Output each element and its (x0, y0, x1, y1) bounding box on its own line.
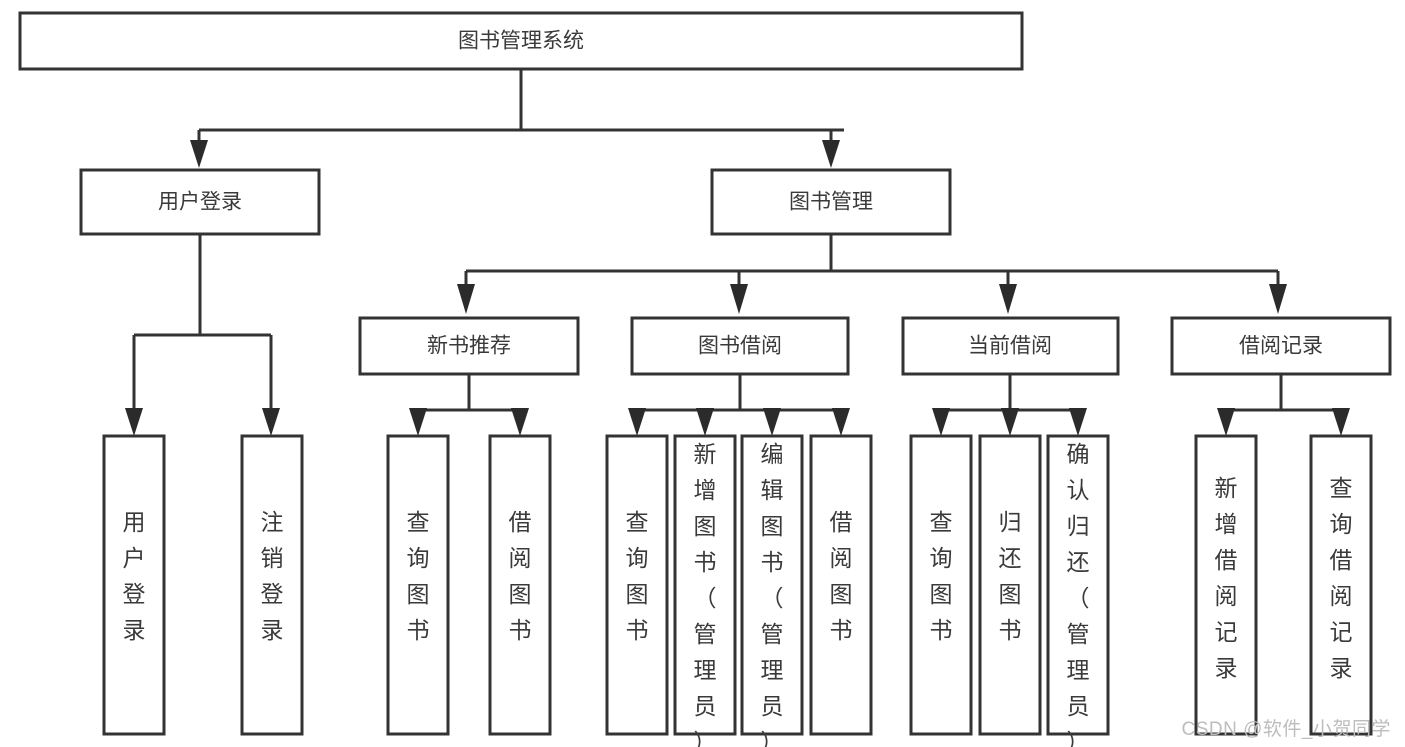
leaf-record-query-record-label: 查询借阅记录 (1330, 475, 1353, 681)
node-book-borrow-label: 图书借阅 (698, 335, 782, 358)
leaf-recommend-borrow-book[interactable]: 借阅图书 (488, 434, 552, 736)
node-user-login-label: 用户登录 (158, 191, 242, 214)
node-root-box (18, 11, 1024, 71)
arrow-head-icon (1332, 408, 1350, 436)
arrow-head-icon (999, 284, 1017, 314)
node-borrow-record[interactable]: 借阅记录 (1170, 316, 1392, 376)
arrow-head-icon (628, 408, 646, 436)
leaf-box (740, 434, 804, 736)
node-current-borrow[interactable]: 当前借阅 (901, 316, 1120, 376)
connector-root-to-level2 (190, 69, 844, 168)
arrow-head-icon (1069, 408, 1087, 436)
leaf-record-add-record[interactable]: 新增借阅记录 (1194, 434, 1258, 736)
node-current-borrow-box (901, 316, 1120, 376)
leaf-borrow-add-book-label: 新增图书（管理员） (694, 441, 717, 747)
connector-book-borrow-to-leaves (628, 374, 850, 436)
node-user-login-box (79, 168, 321, 236)
leaf-recommend-borrow-book-label: 借阅图书 (509, 509, 532, 643)
leaf-box (102, 434, 166, 736)
connector-book-management-to-level3 (457, 234, 1287, 314)
leaf-box (809, 434, 873, 736)
leaf-borrow-query-book-label: 查询图书 (626, 509, 649, 643)
arrow-head-icon (822, 140, 840, 168)
node-new-book-recommend-label: 新书推荐 (427, 335, 511, 358)
arrow-head-icon (932, 408, 950, 436)
arrow-head-icon (832, 408, 850, 436)
leaf-recommend-query-book-label: 查询图书 (407, 509, 430, 643)
arrow-head-icon (1001, 408, 1019, 436)
node-root-label: 图书管理系统 (458, 30, 584, 53)
connector-borrow-record-to-leaves (1217, 374, 1350, 436)
leaf-box (978, 434, 1042, 736)
connector-current-borrow-to-leaves (932, 374, 1087, 436)
leaf-box (605, 434, 669, 736)
node-book-management-label: 图书管理 (789, 191, 873, 214)
node-new-book-recommend[interactable]: 新书推荐 (358, 316, 580, 376)
arrow-head-icon (696, 408, 714, 436)
node-book-management[interactable]: 图书管理 (710, 168, 952, 236)
arrow-head-icon (190, 140, 208, 168)
arrow-head-icon (262, 408, 280, 436)
arrow-head-icon (730, 284, 748, 314)
arrow-head-icon (457, 284, 475, 314)
node-root[interactable]: 图书管理系统 (18, 11, 1024, 71)
leaf-borrow-add-book[interactable]: 新增图书（管理员） (673, 434, 737, 747)
connector-user-login-to-leaves (125, 234, 280, 436)
node-current-borrow-label: 当前借阅 (968, 335, 1052, 358)
leaf-borrow-edit-book[interactable]: 编辑图书（管理员） (740, 434, 804, 747)
node-new-book-recommend-box (358, 316, 580, 376)
node-user-login[interactable]: 用户登录 (79, 168, 321, 236)
leaf-borrow-edit-book-label: 编辑图书（管理员） (761, 441, 784, 747)
leaf-record-query-record[interactable]: 查询借阅记录 (1309, 434, 1373, 736)
leaf-current-return-book[interactable]: 归还图书 (978, 434, 1042, 736)
leaf-borrow-borrow-book[interactable]: 借阅图书 (809, 434, 873, 736)
leaf-user-login-logout[interactable]: 注销登录 (240, 434, 304, 736)
node-borrow-record-label: 借阅记录 (1239, 335, 1323, 358)
leaf-borrow-borrow-book-label: 借阅图书 (830, 509, 853, 643)
leaf-user-login-login-label: 用户登录 (123, 509, 146, 643)
arrow-head-icon (511, 408, 529, 436)
arrow-head-icon (409, 408, 427, 436)
leaf-current-query-book-label: 查询图书 (930, 509, 953, 643)
leaf-user-login-logout-label: 注销登录 (261, 509, 284, 643)
leaf-record-add-record-label: 新增借阅记录 (1215, 475, 1238, 681)
leaf-box (240, 434, 304, 736)
arrow-head-icon (1269, 284, 1287, 314)
leaf-box (386, 434, 450, 736)
leaf-box (1046, 434, 1110, 736)
leaf-recommend-query-book[interactable]: 查询图书 (386, 434, 450, 736)
leaf-box (673, 434, 737, 736)
leaf-borrow-query-book[interactable]: 查询图书 (605, 434, 669, 736)
node-book-borrow[interactable]: 图书借阅 (630, 316, 850, 376)
leaf-user-login-login[interactable]: 用户登录 (102, 434, 166, 736)
leaf-box (488, 434, 552, 736)
leaf-box (1309, 434, 1373, 736)
leaf-box (909, 434, 973, 736)
leaf-current-return-book-label: 归还图书 (999, 509, 1022, 643)
leaf-current-query-book[interactable]: 查询图书 (909, 434, 973, 736)
arrow-head-icon (1217, 408, 1235, 436)
leaf-current-confirm-return-label: 确认归还（管理员） (1067, 441, 1090, 747)
leaf-current-confirm-return[interactable]: 确认归还（管理员） (1046, 434, 1110, 747)
leaf-box (1194, 434, 1258, 736)
connector-new-book-recommend-to-leaves (409, 374, 529, 436)
arrow-head-icon (125, 408, 143, 436)
arrow-head-icon (763, 408, 781, 436)
